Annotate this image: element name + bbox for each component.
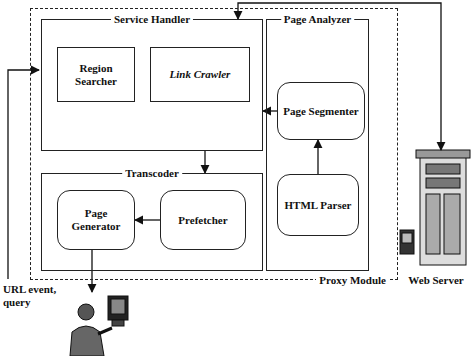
group-title: Web Server bbox=[405, 274, 466, 286]
group-title: Service Handler bbox=[111, 13, 193, 25]
flow-arrow bbox=[204, 151, 205, 173]
node-label: Region Searcher bbox=[58, 62, 134, 87]
module-box: Page Generator bbox=[57, 190, 135, 250]
node-label: HTML Parser bbox=[282, 199, 355, 212]
group-title: Page Analyzer bbox=[281, 13, 355, 25]
web-server: Web Server bbox=[398, 150, 474, 286]
module-box: HTML Parser bbox=[277, 174, 359, 236]
page-analyzer: Page AnalyzerPage SegmenterHTML Parser bbox=[266, 19, 369, 271]
group-title: Transcoder bbox=[122, 167, 182, 179]
process-box: Link Crawler bbox=[150, 47, 250, 102]
transcoder: TranscoderPage GeneratorPrefetcher bbox=[41, 173, 263, 271]
node-label: Link Crawler bbox=[167, 68, 234, 81]
module-box: Page Segmenter bbox=[277, 82, 365, 140]
query-line bbox=[8, 70, 39, 279]
process-box: Region Searcher bbox=[57, 47, 135, 102]
node-label: Prefetcher bbox=[175, 214, 230, 227]
flow-arrow bbox=[135, 219, 160, 220]
flow-arrow bbox=[238, 3, 441, 150]
server-figure bbox=[400, 150, 470, 265]
user-label: URL event, query bbox=[3, 283, 65, 308]
node-label: Page Generator bbox=[58, 207, 134, 232]
proxy-module: Proxy ModuleService HandlerRegion Search… bbox=[30, 8, 398, 280]
node-label: Page Segmenter bbox=[280, 105, 361, 118]
module-box: Prefetcher bbox=[160, 190, 246, 250]
flow-arrow bbox=[317, 140, 318, 174]
user-figure bbox=[70, 296, 128, 356]
service-handler: Service HandlerRegion SearcherLink Crawl… bbox=[41, 19, 263, 151]
group-title: Proxy Module bbox=[316, 274, 389, 286]
